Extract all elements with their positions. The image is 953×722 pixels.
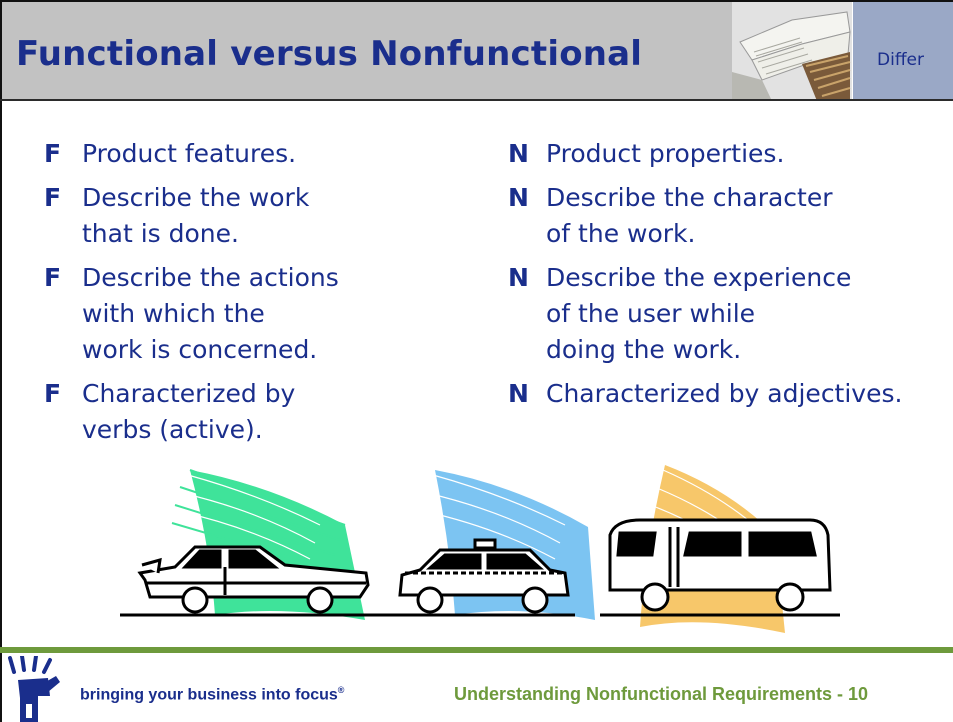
nonfunctional-column: N Product properties. N Describe the cha… <box>508 136 953 420</box>
bullet-n: N <box>508 379 529 408</box>
bullet-f: F <box>44 139 62 168</box>
nonfunctional-item: N Describe the character of the work. <box>508 180 953 252</box>
item-text: Describe the work <box>82 183 310 212</box>
tag-label: Differ <box>877 50 924 70</box>
item-text: doing the work. <box>546 335 742 364</box>
functional-item: F Product features. <box>44 136 464 172</box>
slide-border-top <box>0 0 953 2</box>
title-bar: Functional versus Nonfunctional <box>2 2 732 101</box>
footer-tagline: bringing your business into focus® <box>80 685 344 704</box>
functional-item: F Describe the actions with which the wo… <box>44 260 464 368</box>
footer-divider <box>0 647 953 653</box>
functional-item: F Describe the work that is done. <box>44 180 464 252</box>
item-text: with which the <box>82 299 265 328</box>
book-image <box>732 2 852 101</box>
nonfunctional-item: N Describe the experience of the user wh… <box>508 260 953 368</box>
item-text: work is concerned. <box>82 335 318 364</box>
item-text: verbs (active). <box>82 415 263 444</box>
title-divider <box>0 99 953 101</box>
bullet-n: N <box>508 263 529 292</box>
bullet-f: F <box>44 263 62 292</box>
tagline-text: bringing your business into focus <box>80 686 338 704</box>
page-footer: Understanding Nonfunctional Requirements… <box>454 684 869 704</box>
item-text: Describe the actions <box>82 263 339 292</box>
bullet-f: F <box>44 379 62 408</box>
item-text: Characterized by adjectives. <box>546 379 903 408</box>
item-text: of the work. <box>546 219 696 248</box>
item-text: Describe the character <box>546 183 833 212</box>
functional-item: F Characterized by verbs (active). <box>44 376 464 448</box>
bus-icon <box>600 518 840 617</box>
registered-mark: ® <box>337 685 345 695</box>
functional-column: F Product features. F Describe the work … <box>44 136 464 456</box>
item-text: Product properties. <box>546 139 785 168</box>
limousine-icon <box>120 545 390 617</box>
item-text: Characterized by <box>82 379 296 408</box>
bullet-n: N <box>508 139 529 168</box>
bullet-f: F <box>44 183 62 212</box>
tag-box: Differ <box>853 2 953 101</box>
slide-border-left <box>0 0 2 722</box>
item-text: Describe the experience <box>546 263 852 292</box>
vehicles-illustration <box>120 465 840 633</box>
slide-title: Functional versus Nonfunctional <box>16 34 643 74</box>
taxi-icon <box>390 538 575 617</box>
nonfunctional-item: N Product properties. <box>508 136 953 172</box>
item-text: of the user while <box>546 299 756 328</box>
item-text: that is done. <box>82 219 239 248</box>
open-book-icon <box>732 2 852 101</box>
hand-logo-icon <box>8 656 60 722</box>
nonfunctional-item: N Characterized by adjectives. <box>508 376 953 412</box>
item-text: Product features. <box>82 139 297 168</box>
blue-wave <box>422 470 595 620</box>
bullet-n: N <box>508 183 529 212</box>
